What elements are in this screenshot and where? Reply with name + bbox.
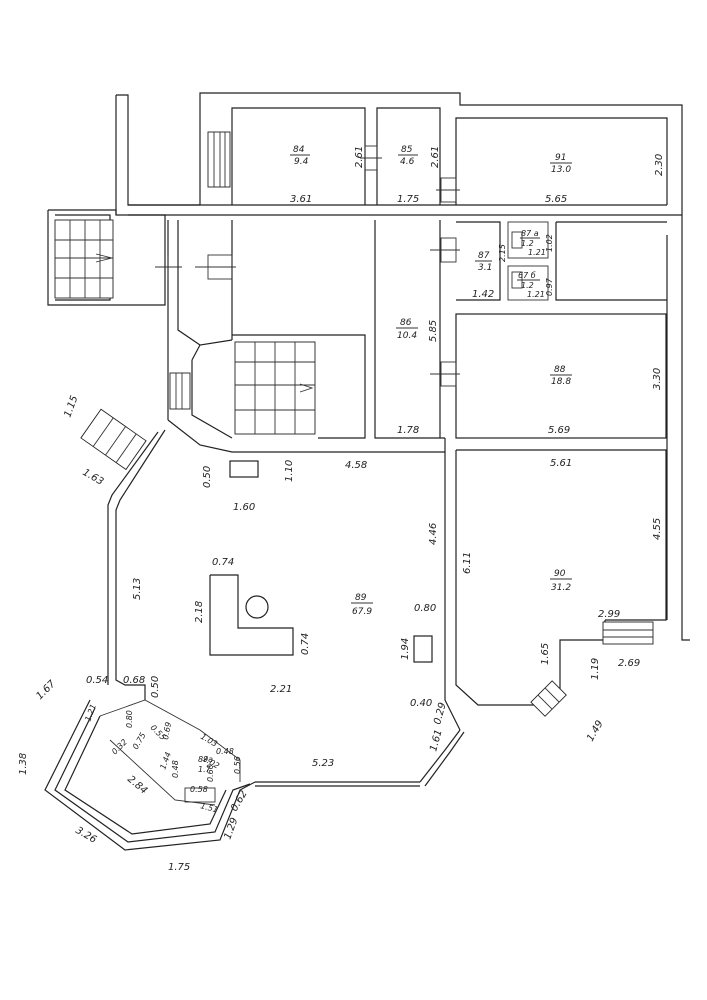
dim-label: 1.94 (400, 638, 411, 660)
dim-label: 0.80 (125, 710, 134, 728)
room-89-area: 67.9 (352, 607, 372, 617)
room-87a-area: 1.2 (521, 239, 534, 248)
dim-label: 0.54 (86, 675, 108, 686)
dim-label: 5.85 (428, 320, 439, 342)
dim-label: 0.74 (212, 557, 234, 568)
dim-label: 1.19 (590, 658, 601, 680)
dim-label: 2.69 (618, 658, 640, 669)
dim-label: 0.60 (206, 764, 215, 782)
dim-label: 3.26 (74, 825, 99, 846)
dim-label: 6.11 (462, 552, 473, 574)
dim-label: 0.68 (123, 675, 145, 686)
dim-label: 1.75 (397, 194, 419, 205)
dim-label: 1.38 (18, 753, 29, 775)
dim-label: 2.15 (498, 244, 507, 262)
dim-label: 0.74 (300, 633, 311, 655)
room-87b-area: 1.2 (521, 281, 534, 290)
dim-label: 2.61 (430, 146, 441, 168)
room-89a-area: 1.7 (198, 765, 212, 774)
dim-label: 1.21 (528, 248, 546, 257)
room-90-number: 90 (554, 569, 566, 579)
dim-label: 0.69 (161, 721, 173, 740)
dim-label: 1.75 (168, 862, 190, 873)
dim-label: 0.56 (233, 756, 242, 774)
room-88-number: 88 (554, 365, 566, 375)
dim-label: 5.13 (132, 578, 143, 600)
dim-label: 2.61 (354, 146, 365, 168)
room-84-number: 84 (293, 145, 305, 155)
dim-label: 1.51 (199, 801, 219, 814)
dim-label: 2.30 (654, 154, 665, 176)
doors (155, 145, 523, 387)
stairs (54, 131, 654, 717)
dim-label: 5.61 (550, 458, 572, 469)
room-86-area: 10.4 (397, 331, 417, 341)
room-85-area: 4.6 (400, 157, 415, 167)
dim-label: 0.29 (432, 701, 448, 725)
dim-label: 0.40 (410, 698, 432, 709)
dim-label: 3.30 (652, 368, 663, 390)
dim-label: 1.15 (62, 394, 80, 419)
room-87-number: 87 (478, 251, 490, 261)
dim-label: 0.50 (202, 466, 213, 488)
room-90-area: 31.2 (551, 583, 571, 593)
dim-label: 2.18 (194, 601, 205, 623)
dim-label: 1.42 (472, 289, 494, 300)
room-87b-number: 67 б (518, 271, 536, 280)
dim-label: 1.29 (222, 816, 240, 841)
room-87a-number: 87 а (521, 229, 539, 238)
exterior-walls (47, 92, 690, 641)
room-labels: 84 9.4 85 4.6 91 13.0 86 10.4 87 3.1 87 … (198, 145, 572, 774)
dim-label: 0.80 (414, 603, 436, 614)
dim-label: 1.63 (81, 467, 106, 488)
dim-label: 1.61 (428, 728, 444, 752)
dim-label: 1.49 (585, 719, 606, 744)
dim-label: 2.21 (270, 684, 292, 695)
dim-label: 1.78 (397, 425, 419, 436)
dim-label: 5.23 (312, 758, 334, 769)
dim-label: 4.46 (428, 523, 439, 545)
room-86-number: 86 (400, 318, 412, 328)
dim-label: 0.48 (216, 747, 234, 756)
room-91-number: 91 (555, 153, 566, 163)
dim-label: 0.75 (131, 731, 148, 751)
room-87-area: 3.1 (478, 263, 492, 273)
dim-label: 3.61 (290, 194, 312, 205)
dim-label: 0.97 (545, 277, 554, 296)
room-84-area: 9.4 (294, 157, 309, 167)
room-91-area: 13.0 (551, 165, 571, 175)
room-89-number: 89 (355, 593, 367, 603)
dim-label: 5.65 (545, 194, 567, 205)
room-85-number: 85 (401, 145, 413, 155)
room-88-area: 18.8 (551, 377, 571, 387)
dim-label: 5.69 (548, 425, 570, 436)
dim-label: 0.48 (171, 760, 180, 778)
interior-walls (44, 220, 667, 851)
dim-label: 1.02 (545, 234, 554, 252)
dimension-labels: 2.61 3.61 2.61 1.75 5.65 2.30 1.02 1.21 … (18, 146, 665, 873)
dim-label: 1.60 (233, 502, 255, 513)
dim-label: 0.32 (110, 737, 129, 756)
dim-label: 1.65 (540, 643, 551, 665)
dim-label: 2.99 (598, 609, 620, 620)
dim-label: 0.58 (190, 785, 208, 794)
dim-label: 2.84 (125, 774, 149, 797)
room-89a-number: 89а (198, 755, 213, 764)
dim-label: 4.58 (345, 460, 367, 471)
dim-label: 1.67 (34, 678, 58, 702)
dim-label: 0.50 (150, 676, 161, 698)
dim-label: 1.21 (83, 703, 98, 723)
dim-label: 4.55 (652, 518, 663, 540)
dim-label: 1.21 (527, 290, 545, 299)
dim-label: 1.10 (284, 460, 295, 482)
